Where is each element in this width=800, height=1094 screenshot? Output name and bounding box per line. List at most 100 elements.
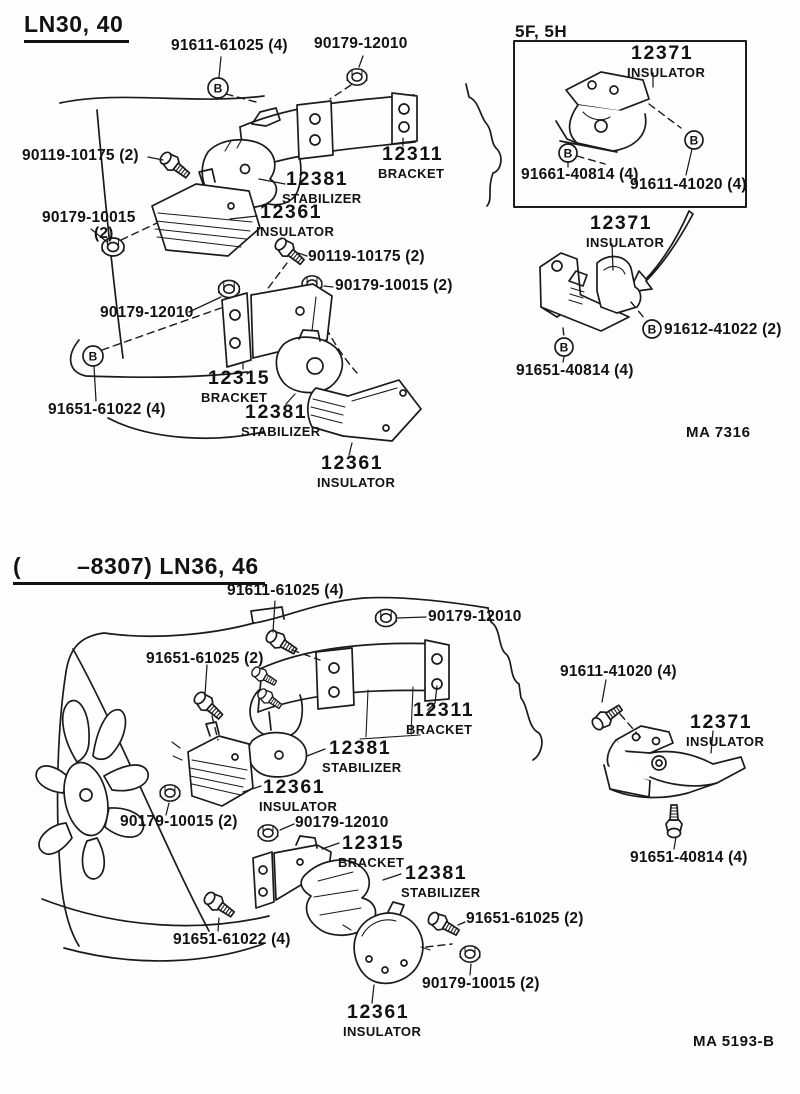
part-number: 12315 — [342, 832, 405, 854]
part-number: 12371 — [631, 42, 694, 64]
s2-label-nut-90179-10015-left: 90179-10015 (2) — [120, 813, 238, 830]
s2-fan-drawing — [35, 699, 149, 880]
s2-insulator-12361-top-drawing — [171, 721, 254, 807]
s2-part-label-12381-top: 12381 STABILIZER — [322, 737, 402, 775]
s1-bolt-marker-left: B — [82, 345, 104, 367]
s1-label-bolt-90119-10175-left: 90119-10175 (2) — [22, 147, 139, 164]
s1-part-label-12315: 12315 BRACKET — [201, 367, 271, 405]
s1-figure-code: MA 7316 — [686, 424, 751, 441]
part-number: 12381 — [405, 862, 468, 884]
part-name: INSULATOR — [343, 1023, 422, 1039]
s2-label-bolt-91611-41020: 91611-41020 (4) — [560, 663, 677, 680]
part-number: 12381 — [329, 737, 392, 759]
s1-label-nut-90179-12010-top: 90179-12010 — [314, 35, 408, 52]
s2-part-label-12361-top: 12361 INSULATOR — [259, 776, 338, 814]
s1-part-label-12381-bot: 12381 STABILIZER — [241, 401, 321, 439]
part-name: STABILIZER — [282, 190, 362, 206]
part-number: 12381 — [245, 401, 308, 423]
inset-part-label-12371: 12371 INSULATOR — [627, 42, 706, 80]
part-number: 12371 — [590, 212, 653, 234]
part-name: STABILIZER — [401, 884, 481, 900]
svg-text:B: B — [648, 323, 657, 337]
s1-insulator-12361-bot-drawing — [306, 379, 422, 442]
part-name: INSULATOR — [259, 798, 338, 814]
part-name: BRACKET — [406, 721, 473, 737]
inset-label-bolt-91611-41020: 91611-41020 (4) — [630, 176, 747, 193]
s2-part-label-12361-bot: 12361 INSULATOR — [343, 1001, 422, 1039]
inset-label-bolt-91661-40814: 91661-40814 (4) — [521, 166, 639, 183]
svg-text:B: B — [89, 350, 98, 364]
s1-label-bolt-91651-40814: 91651-40814 (4) — [516, 362, 634, 379]
s2-part-label-12381-bot: 12381 STABILIZER — [401, 862, 481, 900]
s1-part-label-12371-right: 12371 INSULATOR — [586, 212, 665, 250]
s2-label-bolt-91651-61025-right: 91651-61025 (2) — [466, 910, 584, 927]
s1-bracket-12311-drawing — [239, 92, 418, 206]
part-number: 12311 — [382, 143, 444, 165]
part-name: BRACKET — [338, 854, 405, 870]
inset-header: 5F, 5H — [515, 22, 568, 41]
s1-label-bolt-91651-61022: 91651-61022 (4) — [48, 401, 166, 418]
s2-bracket-12315-drawing — [252, 835, 332, 909]
s1-part-label-12381-top: 12381 STABILIZER — [282, 168, 362, 206]
part-number: 12361 — [321, 452, 384, 474]
s1-label-nut-90179-10015-left: 90179-10015 — [42, 209, 136, 226]
s2-label-bolt-91651-61022: 91651-61022 (4) — [173, 931, 291, 948]
s2-stabilizer-12381-top-drawing — [247, 711, 308, 778]
part-name: STABILIZER — [241, 423, 321, 439]
s1-label-nut-90179-10015-left-qty: (2) — [94, 225, 114, 242]
s1-label-nut-90179-10015-mid: 90179-10015 (2) — [335, 277, 453, 294]
s2-label-nut-90179-12010-mid: 90179-12010 — [295, 814, 389, 831]
section2-header: ( –8307) LN36, 46 — [13, 553, 265, 586]
s1-part-label-12361-top: 12361 INSULATOR — [256, 201, 335, 239]
part-name: INSULATOR — [627, 64, 706, 80]
part-number: 12371 — [690, 711, 753, 733]
svg-text:B: B — [214, 82, 223, 96]
section1-header: LN30, 40 — [24, 11, 130, 44]
part-number: 12311 — [413, 699, 475, 721]
s2-label-bolt-91651-40814: 91651-40814 (4) — [630, 849, 748, 866]
s1-engine-outline — [59, 83, 502, 440]
svg-text:B: B — [690, 134, 699, 148]
s1-part-label-12311: 12311 BRACKET — [378, 143, 445, 181]
svg-text:B: B — [564, 147, 573, 161]
s2-label-nut-90179-10015-right: 90179-10015 (2) — [422, 975, 540, 992]
s1-leader-lines — [90, 55, 404, 456]
part-name: BRACKET — [378, 165, 445, 181]
inset-insulator-12371-drawing: B B — [555, 71, 704, 176]
part-number: 12361 — [347, 1001, 410, 1023]
s1-stabilizer-12381-bot-drawing — [275, 329, 344, 394]
s1-label-bolt-91612-41022: 91612-41022 (2) — [664, 321, 782, 338]
s2-part-label-12315: 12315 BRACKET — [338, 832, 405, 870]
s1-label-bolt-90119-10175-mid: 90119-10175 (2) — [308, 248, 425, 265]
s1-label-nut-90179-12010-mid: 90179-12010 — [100, 304, 194, 321]
part-name: INSULATOR — [686, 733, 765, 749]
s2-leader-lines — [165, 600, 714, 1004]
svg-text:B: B — [560, 341, 569, 355]
part-name: INSULATOR — [586, 234, 665, 250]
s2-label-bolt-91611-61025: 91611-61025 (4) — [227, 582, 344, 599]
s2-bracket-12311-drawing — [248, 639, 450, 740]
part-number: 12361 — [260, 201, 323, 223]
s2-part-label-12371: 12371 INSULATOR — [686, 711, 765, 749]
s2-label-nut-90179-12010-top: 90179-12010 — [428, 608, 522, 625]
s2-label-bolt-91651-61025-left: 91651-61025 (2) — [146, 650, 264, 667]
s1-insulator-12361-top-drawing — [151, 168, 261, 257]
part-number: 12361 — [263, 776, 326, 798]
part-name: INSULATOR — [317, 474, 396, 490]
s1-part-label-12361-bot: 12361 INSULATOR — [317, 452, 396, 490]
s1-bolt-marker-top: B — [207, 77, 229, 99]
s2-insulator-12361-bot-drawing — [342, 901, 431, 985]
part-number: 12315 — [208, 367, 271, 389]
s1-label-bolt-91611-61025: 91611-61025 (4) — [171, 37, 288, 54]
callout-arrow — [628, 210, 694, 293]
part-number: 12381 — [286, 168, 349, 190]
s1-insulator-12371-right-drawing: B B — [539, 243, 662, 363]
part-name: BRACKET — [201, 389, 268, 405]
s2-part-label-12311: 12311 BRACKET — [406, 699, 475, 737]
part-name: STABILIZER — [322, 759, 402, 775]
inset-box — [513, 40, 747, 208]
s2-figure-code: MA 5193-B — [693, 1033, 775, 1050]
part-name: INSULATOR — [256, 223, 335, 239]
